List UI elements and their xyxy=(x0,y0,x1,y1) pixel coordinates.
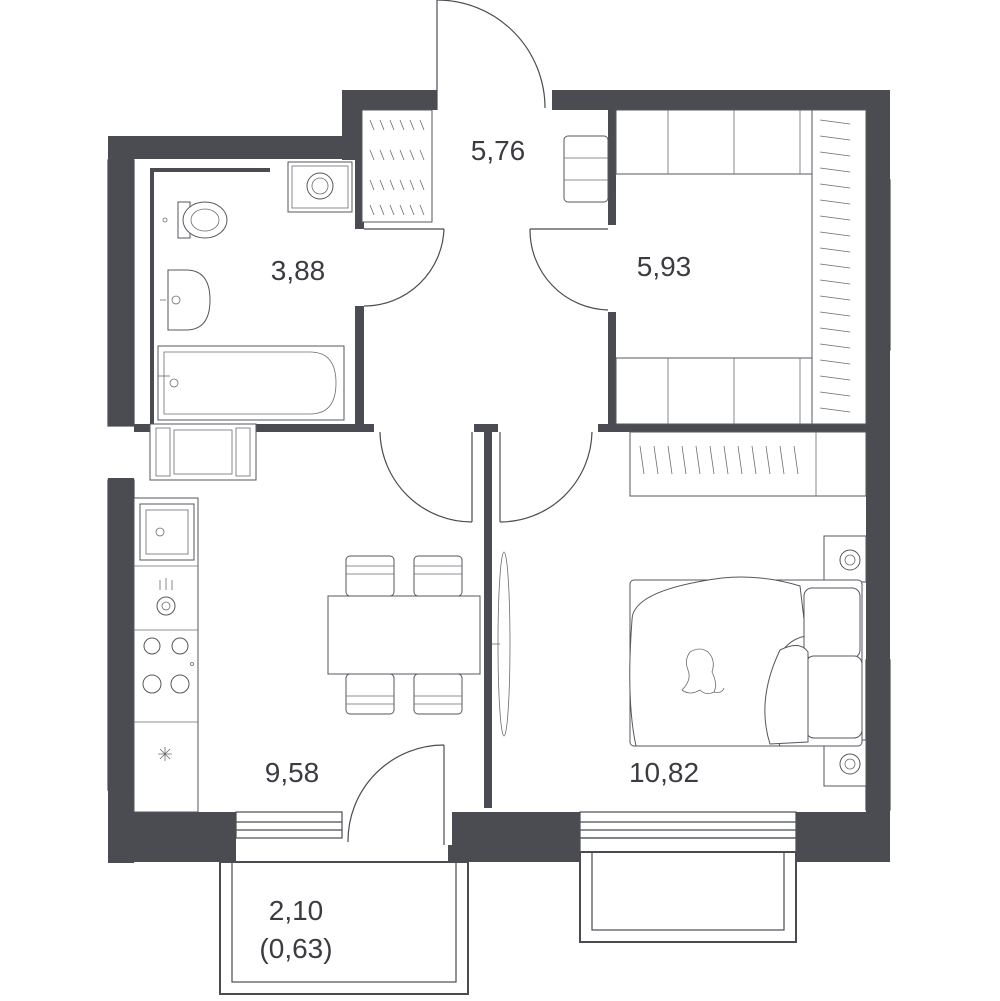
bathroom-door xyxy=(363,228,445,307)
bathtub-icon xyxy=(157,345,345,421)
kitchen-cabinet-icon xyxy=(149,423,257,481)
kitchen-door xyxy=(379,431,473,523)
ottoman-icon xyxy=(563,135,609,203)
wardrobe-icon xyxy=(615,109,867,425)
fridge-icon xyxy=(158,747,172,761)
bathroom-area-label: 3,88 xyxy=(271,255,326,286)
windows xyxy=(107,159,891,853)
hallway-area-label: 5,76 xyxy=(471,135,526,166)
chair-icon xyxy=(345,555,463,715)
bedroom-area-label: 10,82 xyxy=(629,757,699,788)
wardrobe-door xyxy=(529,228,609,311)
washing-machine-icon xyxy=(287,161,353,213)
kitchen-fixtures xyxy=(133,423,257,813)
dishwasher-icon xyxy=(156,578,176,616)
entrance-door xyxy=(436,0,546,110)
stove-icon xyxy=(142,637,194,694)
toilet-icon xyxy=(162,201,228,239)
sink-icon xyxy=(160,269,211,331)
mirror-icon xyxy=(492,551,511,737)
bedroom-closet-icon xyxy=(629,431,867,497)
balcony-reduced-area-label: (0,63) xyxy=(259,933,332,964)
balcony xyxy=(219,851,797,995)
bathroom-fixtures xyxy=(157,161,353,421)
balcony-area-label: 2,10 xyxy=(269,895,324,926)
bedroom-door xyxy=(499,431,593,523)
cat-icon xyxy=(681,648,725,694)
balcony-door xyxy=(347,744,445,845)
kitchen-sink-icon xyxy=(139,503,195,561)
hallway-wardrobe-icon xyxy=(361,109,433,223)
doors xyxy=(347,0,609,845)
wardrobe-area-label: 5,93 xyxy=(637,251,692,282)
walls xyxy=(108,90,890,863)
pillow-icon xyxy=(764,587,863,745)
dining-table-icon xyxy=(327,595,481,675)
kitchen-area-label: 9,58 xyxy=(265,757,320,788)
area-labels: 5,76 3,88 5,93 9,58 10,82 2,10 (0,63) xyxy=(259,135,699,964)
lamp-icon xyxy=(839,549,861,775)
